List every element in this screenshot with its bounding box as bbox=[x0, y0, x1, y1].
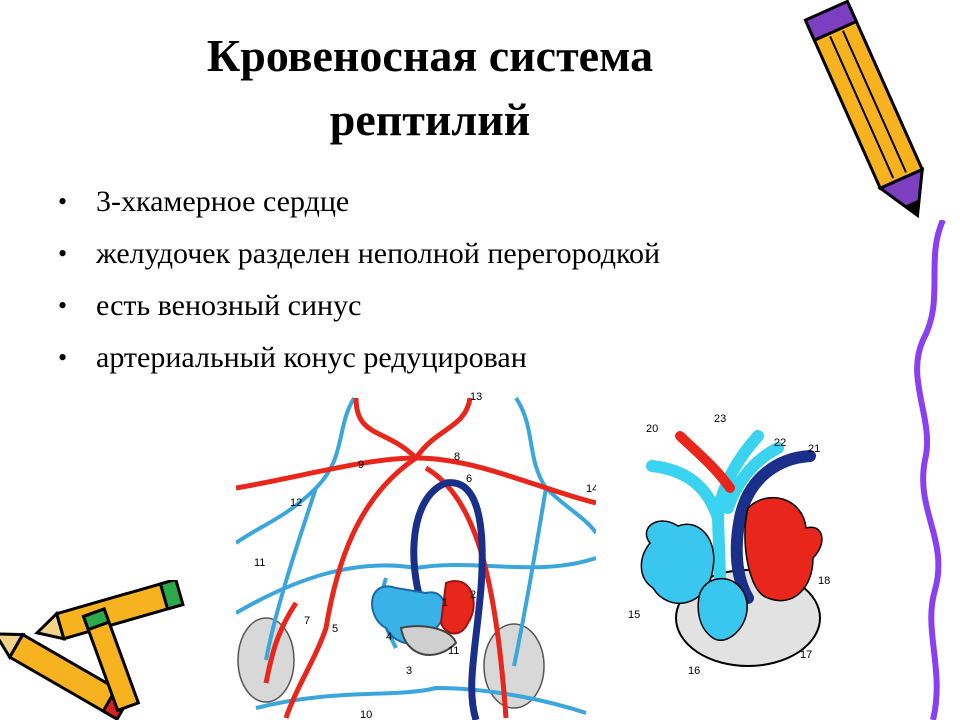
label-14: 14 bbox=[586, 483, 596, 495]
circulation-diagram: 13 14 9 8 6 12 11 7 5 4 2 1 11 3 10 bbox=[236, 391, 596, 720]
label-8: 8 bbox=[454, 451, 460, 463]
label-15: 15 bbox=[628, 609, 640, 621]
label-21: 21 bbox=[808, 443, 820, 455]
pencils-icon bbox=[0, 580, 185, 720]
label-13: 13 bbox=[470, 391, 482, 403]
decorative-squiggle bbox=[914, 220, 946, 720]
bullet-dot-icon: • bbox=[58, 291, 68, 320]
label-11b: 11 bbox=[448, 645, 459, 657]
label-20: 20 bbox=[646, 423, 658, 435]
label-5: 5 bbox=[332, 623, 338, 635]
label-9: 9 bbox=[358, 459, 364, 471]
label-17: 17 bbox=[800, 649, 812, 661]
bullet-dot-icon: • bbox=[58, 343, 68, 372]
bullet-item: •есть венозный синус bbox=[58, 280, 660, 332]
label-7: 7 bbox=[304, 615, 310, 627]
label-18: 18 bbox=[818, 575, 830, 587]
bullet-dot-icon: • bbox=[58, 239, 68, 268]
bullet-dot-icon: • bbox=[58, 187, 68, 216]
slide-title: Кровеносная система рептилий bbox=[100, 24, 760, 152]
label-12: 12 bbox=[290, 497, 302, 509]
label-11a: 11 bbox=[254, 557, 265, 569]
label-10: 10 bbox=[360, 709, 372, 720]
label-16: 16 bbox=[688, 665, 700, 677]
pencil-icon bbox=[803, 0, 925, 219]
label-1: 1 bbox=[442, 597, 448, 609]
label-6: 6 bbox=[466, 473, 472, 485]
bullet-item: •3-хкамерное сердце bbox=[58, 176, 660, 228]
label-3: 3 bbox=[406, 665, 412, 677]
title-line-2: рептилий bbox=[329, 94, 531, 145]
bullet-item: •артериальный конус редуцирован bbox=[58, 332, 660, 384]
bullet-item: •желудочек разделен неполной перегородко… bbox=[58, 228, 660, 280]
bullet-list: •3-хкамерное сердце •желудочек разделен … bbox=[58, 176, 660, 384]
label-22: 22 bbox=[774, 437, 786, 449]
title-line-1: Кровеносная система bbox=[206, 30, 654, 81]
heart-diagram: 20 23 22 21 18 15 17 16 bbox=[628, 413, 830, 677]
label-4: 4 bbox=[386, 631, 392, 643]
label-2: 2 bbox=[470, 589, 476, 601]
label-23: 23 bbox=[714, 413, 726, 425]
